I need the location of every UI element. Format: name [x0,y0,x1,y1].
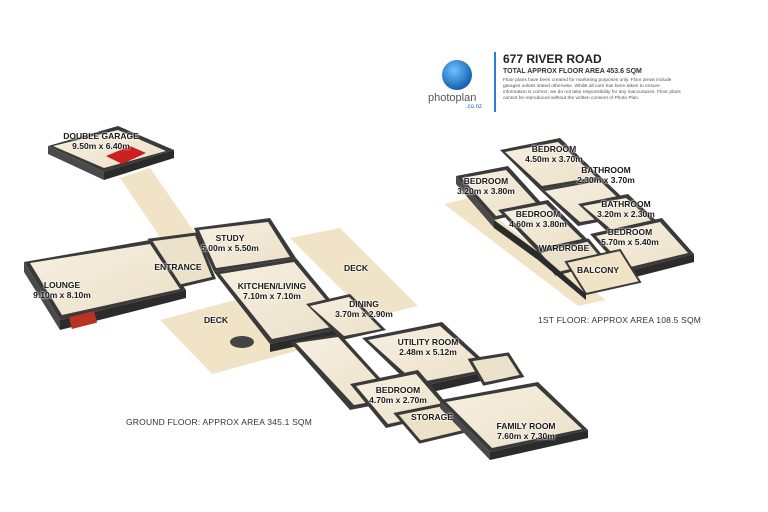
disclaimer-text: Floor plans have been created for market… [503,78,681,101]
east-ground-block [350,322,588,460]
room-label-kitchen-living: KITCHEN/LIVING 7.10m x 7.10m [237,281,307,301]
double-garage-room [48,126,174,180]
first-floor-block [456,138,694,300]
room-label-study: STUDY 5.00m x 5.50m [201,233,259,253]
lounge-rug [68,311,98,329]
first-floor-area-caption: 1ST FLOOR: APPROX AREA 108.5 SQM [538,315,702,325]
property-address: 677 RIVER ROAD [503,52,602,66]
room-label-double-garage: DOUBLE GARAGE 9.50m x 6.40m [63,131,139,151]
room-label-balcony: BALCONY [576,265,620,275]
logo-wordmark: photoplan [428,92,477,104]
logo-sub: .co.nz [466,104,483,110]
room-label-bathroom-1: BATHROOM 2.30m x 3.70m [577,165,635,185]
driveway [120,168,200,252]
room-label-bedroom-left: BEDROOM 3.20m x 3.80m [457,176,515,196]
room-label-storage: STORAGE [411,412,453,422]
room-label-lounge: LOUNGE 9.10m x 8.10m [33,280,91,300]
room-label-dining: DINING 3.70m x 2.90m [335,299,393,319]
garage-car [106,146,146,164]
house-globe-icon [442,60,472,90]
room-label-deck-upper: DECK [343,263,369,273]
deck-upper-area [290,228,418,318]
outdoor-table [230,336,254,348]
total-floor-area: TOTAL APPROX FLOOR AREA 453.6 SQM [503,68,642,75]
room-label-bedroom-mid: BEDROOM 4.60m x 3.80m [509,209,567,229]
room-label-bedroom-right: BEDROOM 5.70m x 5.40m [601,227,659,247]
room-label-wardrobe: WARDROBE [538,243,590,253]
ground-floor-area-caption: GROUND FLOOR: APPROX AREA 345.1 SQM [126,417,313,427]
photoplan-logo: photoplan .co.nz [428,58,494,110]
room-label-deck-lower: DECK [203,315,229,325]
header-divider [494,52,496,112]
room-label-family-room: FAMILY ROOM 7.60m x 7.30m [496,421,556,441]
room-label-bedroom-top: BEDROOM 4.50m x 3.70m [525,144,583,164]
main-ground-block [24,218,400,410]
room-label-utility-room: UTILITY ROOM 2.48m x 5.12m [397,337,459,357]
room-label-bathroom-2: BATHROOM 3.20m x 2.30m [597,199,655,219]
room-label-bedroom-ground: BEDROOM 4.70m x 2.70m [369,385,427,405]
room-label-entrance: ENTRANCE [154,262,202,272]
